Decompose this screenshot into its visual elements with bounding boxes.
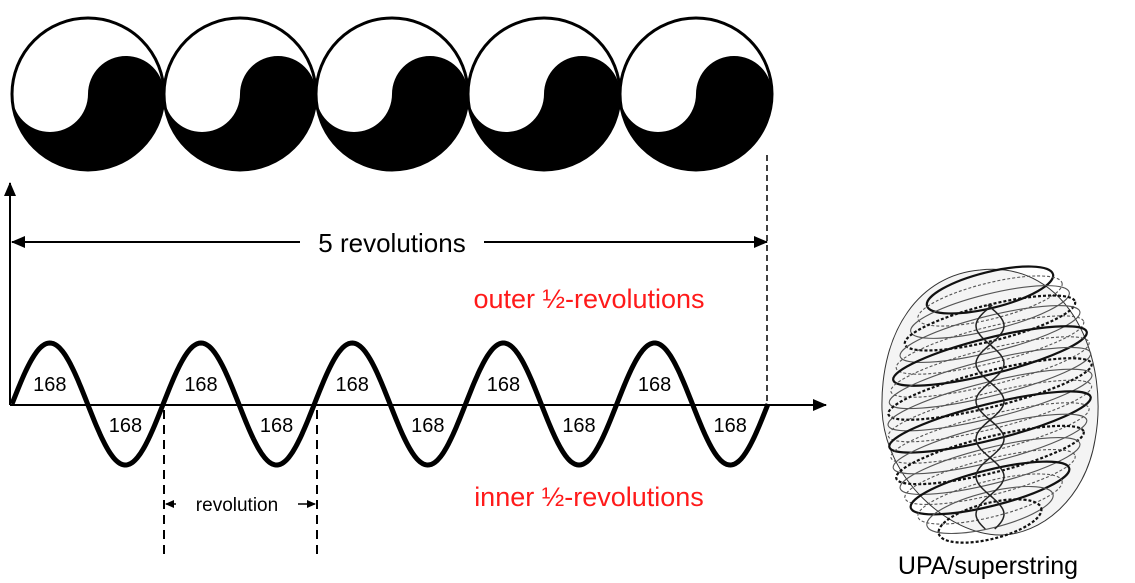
upa-superstring-illustration <box>881 265 1099 544</box>
yin-yang-row <box>10 16 774 172</box>
sine-wave <box>9 340 771 468</box>
inner-half-value: 168 <box>411 415 444 437</box>
five-revolutions-label: 5 revolutions <box>318 228 465 258</box>
outer-half-value: 168 <box>638 374 671 396</box>
outer-half-value: 168 <box>487 374 520 396</box>
inner-half-value: 168 <box>109 415 142 437</box>
revolution-label: revolution <box>196 495 278 516</box>
inner-half-value: 168 <box>714 415 747 437</box>
upa-superstring-label: UPA/superstring <box>898 552 1078 580</box>
yin-yang-symbol <box>10 16 166 172</box>
yin-yang-symbol <box>314 16 470 172</box>
inner-half-value: 168 <box>562 415 595 437</box>
yin-yang-symbol <box>618 16 774 172</box>
outer-half-value: 168 <box>184 374 217 396</box>
inner-half-revolutions-label: inner ½-revolutions <box>474 482 704 512</box>
yin-yang-symbol <box>162 16 318 172</box>
yin-yang-symbol <box>466 16 622 172</box>
inner-half-value: 168 <box>260 415 293 437</box>
outer-half-value: 168 <box>33 374 66 396</box>
outer-half-value: 168 <box>336 374 369 396</box>
outer-half-revolutions-label: outer ½-revolutions <box>473 284 704 314</box>
half-revolution-labels: 168 168 168 168 168 168 168 168 168 168 <box>33 374 747 437</box>
